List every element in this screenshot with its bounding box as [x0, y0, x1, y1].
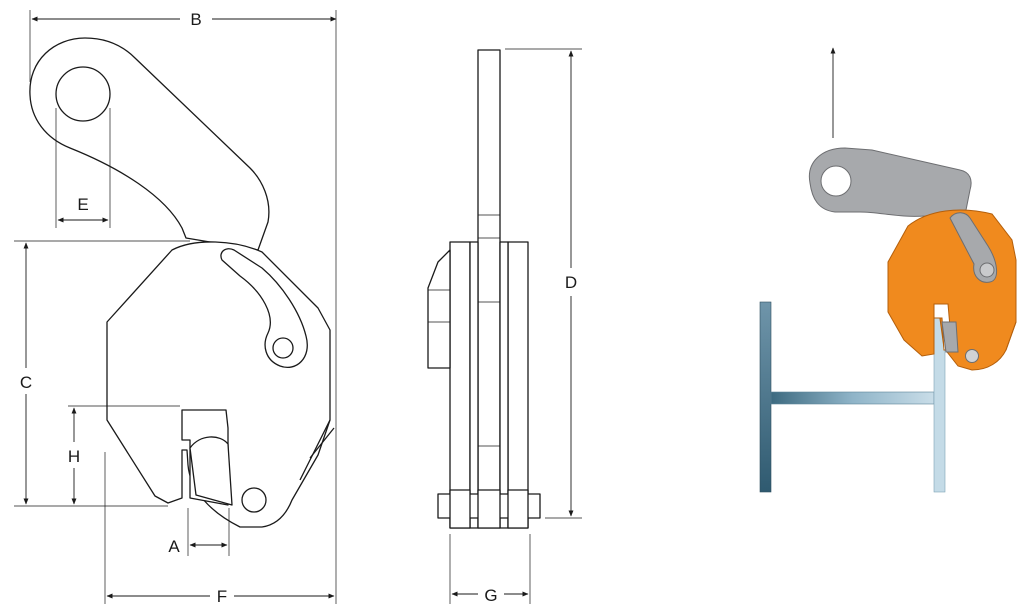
- jaw-edge: [309, 427, 335, 459]
- side-plate-left-front: [449, 489, 471, 529]
- jaw-edge: [299, 419, 331, 481]
- side-inner: [499, 241, 509, 529]
- side-plate-right: [507, 241, 529, 529]
- side-view: D G: [427, 48, 582, 604]
- label-c: C: [20, 373, 32, 392]
- side-shackle: [477, 49, 501, 529]
- side-cam: [427, 249, 451, 369]
- gray-cam: [941, 321, 959, 353]
- beam-left-flange: [759, 301, 772, 493]
- label-b: B: [190, 10, 201, 29]
- illustration: [759, 47, 1017, 493]
- label-h: H: [68, 447, 80, 466]
- jaw-edge-illustration: [1005, 321, 1017, 351]
- shackle-hole: [55, 66, 111, 122]
- lever-pin: [272, 337, 294, 359]
- shackle-plate: [29, 37, 270, 251]
- side-plate-left: [449, 241, 471, 529]
- gray-shackle: [808, 147, 972, 217]
- cam: [189, 436, 233, 506]
- jaw-pin-illustration: [965, 349, 979, 363]
- side-shackle-front: [477, 489, 501, 529]
- side-inner: [469, 241, 479, 529]
- beam-web: [770, 391, 935, 405]
- label-a: A: [168, 537, 180, 556]
- lever-pivot: [979, 262, 995, 278]
- label-f: F: [217, 587, 227, 604]
- front-view: B E C H A F: [14, 10, 337, 604]
- label-g: G: [484, 586, 497, 604]
- jaw-pin: [241, 487, 267, 513]
- label-d: D: [565, 273, 577, 292]
- gray-shackle-hole: [820, 165, 852, 197]
- lever-slot: [220, 248, 308, 368]
- label-e: E: [77, 195, 88, 214]
- side-plate-right-front: [507, 489, 529, 529]
